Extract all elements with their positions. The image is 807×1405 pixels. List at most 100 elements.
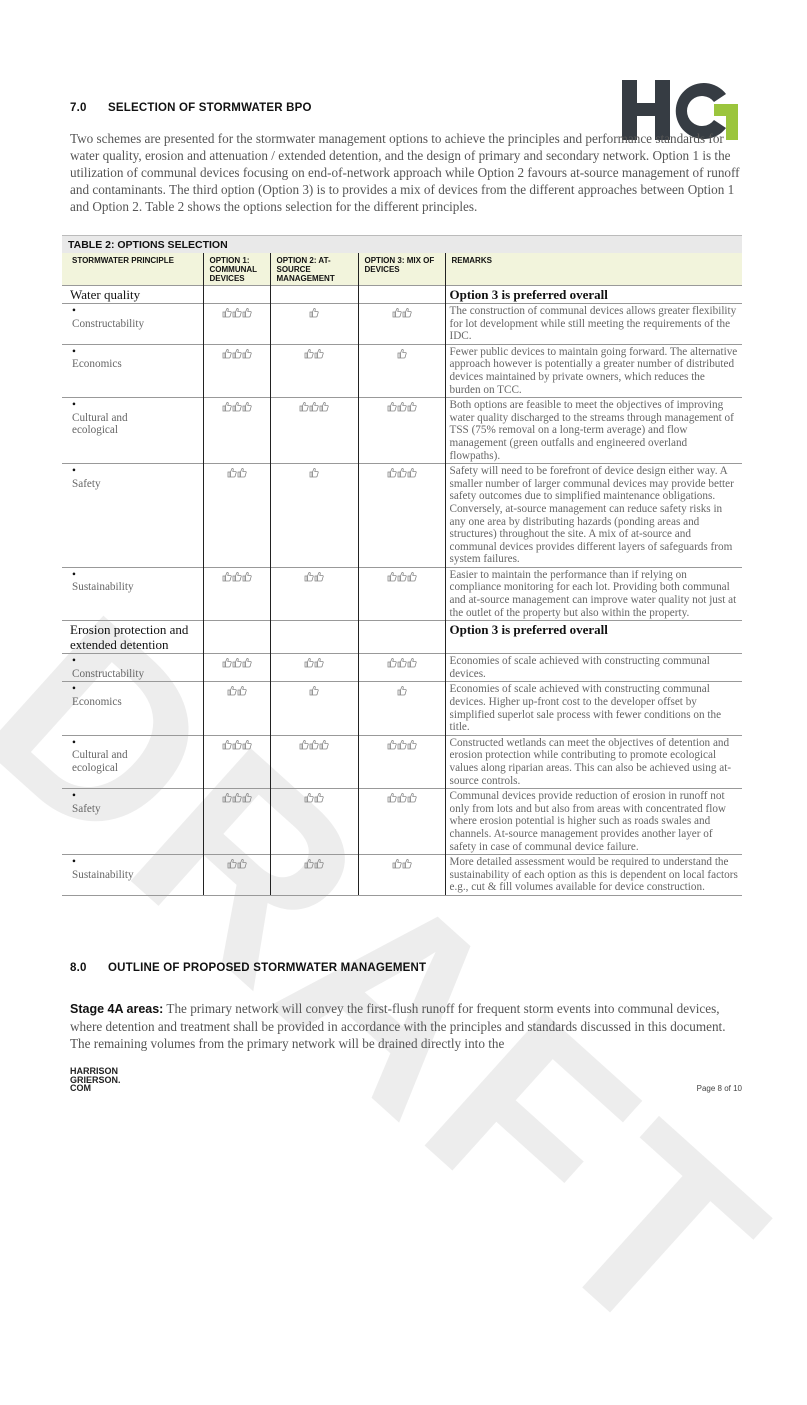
rating-option-3 [357,343,445,398]
thumbs-up-icon [242,402,252,415]
thumbs-up-icon [392,307,402,321]
thumbs-up-icon [232,348,242,362]
rating-option-1 [202,303,270,345]
thumbs-up-icon [314,658,324,671]
principle-cell: •Sustainability [62,854,203,896]
principle-cell: •Constructability [62,653,203,682]
bullet: • [72,465,76,478]
thumbs-up-icon [309,402,319,415]
thumbs-up-icon [319,739,329,753]
thumbs-up-icon [227,686,237,699]
thumbs-up-icon [309,739,319,753]
rating-option-3 [357,566,445,621]
principle-label: Sustainability [72,868,134,881]
thumbs-up-icon [222,402,232,415]
rating-option-3 [357,463,445,568]
principle-cell: •Constructability [62,303,203,345]
principle-cell: •Economics [62,681,203,736]
thumbs-up-icon [222,348,232,362]
rating-option-1 [202,854,270,896]
bullet: • [72,399,76,412]
table-row: •Cultural and ecological Both options are… [62,397,742,464]
table-row: •Constructability The construction of com… [62,303,742,345]
rating-option-1 [202,463,270,568]
principle-label: Sustainability [72,581,134,594]
thumbs-up-icon [237,686,247,699]
paragraph-lead: Stage 4A areas: [70,1002,164,1016]
bullet: • [72,305,76,317]
thumbs-up-icon [309,307,319,321]
thumbs-up-icon [304,658,314,671]
principle-label: Cultural and ecological [72,411,128,437]
paragraph-body: The primary network will convey the firs… [70,1001,726,1051]
thumbs-up-icon [232,402,242,415]
thumbs-up-icon [387,739,397,753]
bullet: • [72,856,76,869]
principle-cell: •Economics [62,343,203,398]
thumbs-up-icon [319,402,329,415]
table-title: TABLE 2: OPTIONS SELECTION [62,235,742,253]
empty-cell [357,285,445,304]
thumbs-up-icon [222,571,232,585]
section-title: OUTLINE OF PROPOSED STORMWATER MANAGEMEN… [108,962,427,974]
header-option-2: OPTION 2: AT-SOURCE MANAGEMENT [269,253,358,286]
group-remark: Option 3 is preferred overall [444,620,742,654]
rating-option-2 [269,653,358,682]
thumbs-up-icon [232,739,242,753]
empty-cell [269,620,358,654]
rating-option-2 [269,734,358,789]
remark-cell: The construction of communal devices all… [444,303,742,345]
rating-option-2 [269,343,358,398]
group-name: Erosion protection and extended detentio… [62,620,203,654]
thumbs-up-icon [304,571,314,585]
section-number: 8.0 [70,962,87,974]
header-option-3: OPTION 3: MIX OF DEVICES [357,253,445,286]
thumbs-up-icon [222,307,232,321]
footer-line: COM [70,1083,91,1093]
rating-option-2 [269,397,358,464]
header-option-1: OPTION 1: COMMUNAL DEVICES [202,253,270,286]
rating-option-3 [357,303,445,345]
rating-option-3 [357,653,445,682]
thumbs-up-icon [397,348,407,362]
table-row: •Safety Safety will need to be forefront … [62,463,742,568]
rating-option-1 [202,681,270,736]
remark-cell: Economies of scale achieved with constru… [444,681,742,736]
empty-cell [357,620,445,654]
principle-label: Economics [72,358,122,371]
thumbs-up-icon [232,793,242,806]
thumbs-up-icon [397,571,407,585]
header-principle: STORMWATER PRINCIPLE [62,253,203,286]
remark-cell: Both options are feasible to meet the ob… [444,397,742,464]
section-8-heading: 8.0 OUTLINE OF PROPOSED STORMWATER MANAGE… [70,962,426,974]
thumbs-up-icon [232,571,242,585]
section-8-paragraph: Stage 4A areas: The primary network will… [70,1000,742,1052]
rating-option-1 [202,734,270,789]
remark-cell: Safety will need to be forefront of devi… [444,463,742,568]
thumbs-up-icon [314,571,324,585]
rating-option-1 [202,653,270,682]
bullet: • [72,683,76,696]
bullet: • [72,655,76,668]
principle-label: Cultural and ecological [72,749,128,774]
principle-cell: •Safety [62,788,203,855]
footer-line: HARRISON [70,1066,119,1076]
section-title: SELECTION OF STORMWATER BPO [108,102,312,114]
thumbs-up-icon [397,468,407,481]
thumbs-up-icon [407,402,417,415]
principle-cell: •Safety [62,463,203,568]
thumbs-up-icon [309,468,319,481]
thumbs-up-icon [227,859,237,872]
thumbs-up-icon [387,793,397,806]
thumbs-up-icon [314,859,324,872]
rating-option-3 [357,681,445,736]
footer-brand: HARRISON GRIERSON. COM [70,1067,121,1093]
rating-option-2 [269,566,358,621]
bullet: • [72,790,76,803]
